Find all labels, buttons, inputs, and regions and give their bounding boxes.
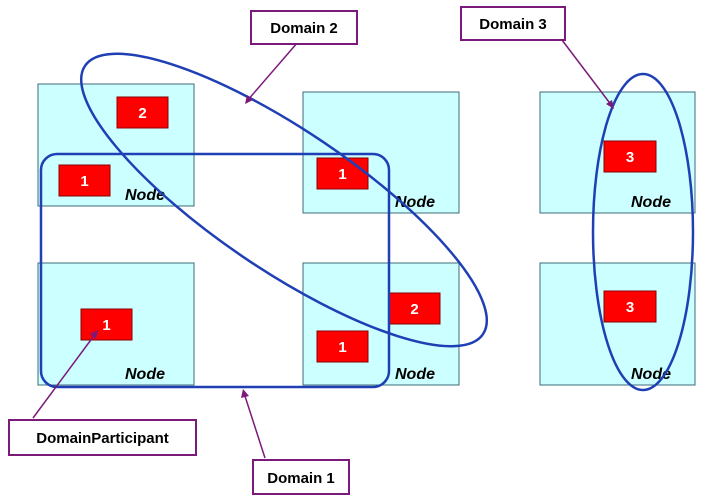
callout-label: Domain 1 bbox=[267, 470, 335, 487]
participant-box bbox=[316, 330, 369, 363]
participant-box bbox=[603, 290, 657, 323]
participant-callout: DomainParticipant bbox=[8, 419, 197, 456]
domain-3-callout: Domain 3 bbox=[460, 6, 566, 41]
domain-3-leader-line bbox=[561, 39, 613, 107]
domain-1-leader-line bbox=[243, 392, 266, 459]
callout-box bbox=[250, 10, 358, 45]
participant-label: 3 bbox=[626, 149, 634, 166]
domain-1-callout: Domain 1 bbox=[252, 459, 350, 495]
node-box bbox=[302, 91, 460, 214]
participant-label: 1 bbox=[102, 317, 110, 334]
participant-leader-line bbox=[32, 332, 97, 419]
participant-label: 1 bbox=[80, 173, 88, 190]
participant-label: 1 bbox=[338, 339, 346, 356]
participant-label: 3 bbox=[626, 299, 634, 316]
node-label: Node bbox=[125, 187, 165, 204]
domain-1-outline bbox=[39, 152, 391, 389]
callout-label: Domain 2 bbox=[270, 20, 338, 37]
node-bottom-middle: Node bbox=[302, 262, 460, 386]
node-label: Node bbox=[631, 194, 671, 211]
participant-domain-1-bottom-middle: 1 bbox=[316, 330, 369, 363]
domain-3-outline bbox=[591, 72, 695, 392]
domain-2-callout: Domain 2 bbox=[250, 10, 358, 45]
domain-2-leader-line bbox=[246, 41, 299, 102]
participant-leader-arrowhead bbox=[90, 330, 98, 339]
domain-3-leader-arrowhead bbox=[606, 100, 614, 109]
domain-2-outline bbox=[79, 52, 489, 348]
participant-box bbox=[80, 308, 133, 341]
node-top-middle: Node bbox=[302, 91, 460, 214]
participant-label: 2 bbox=[138, 105, 146, 122]
participant-domain-1-bottom-left: 1 bbox=[80, 308, 133, 341]
participant-domain-3-bottom-right: 3 bbox=[603, 290, 657, 323]
participant-box bbox=[58, 164, 111, 197]
participant-box bbox=[388, 292, 441, 325]
domain-2-leader-arrowhead bbox=[245, 95, 253, 104]
participant-domain-2-top-left: 2 bbox=[116, 96, 169, 129]
callout-box bbox=[8, 419, 197, 456]
node-label: Node bbox=[125, 366, 165, 383]
participant-label: 1 bbox=[338, 166, 346, 183]
participant-domain-2-bottom-middle: 2 bbox=[388, 292, 441, 325]
participant-domain-1-top-left: 1 bbox=[58, 164, 111, 197]
node-box bbox=[302, 262, 460, 386]
node-label: Node bbox=[395, 366, 435, 383]
callout-label: DomainParticipant bbox=[36, 430, 169, 447]
callout-box bbox=[460, 6, 566, 41]
participant-box bbox=[116, 96, 169, 129]
participant-box bbox=[316, 157, 369, 190]
domain-1-leader-arrowhead bbox=[241, 389, 249, 398]
participant-label: 2 bbox=[410, 301, 418, 318]
participant-box bbox=[603, 140, 657, 173]
callout-box bbox=[252, 459, 350, 495]
callout-label: Domain 3 bbox=[479, 16, 547, 33]
participant-domain-3-top-right: 3 bbox=[603, 140, 657, 173]
participant-domain-1-top-middle: 1 bbox=[316, 157, 369, 190]
